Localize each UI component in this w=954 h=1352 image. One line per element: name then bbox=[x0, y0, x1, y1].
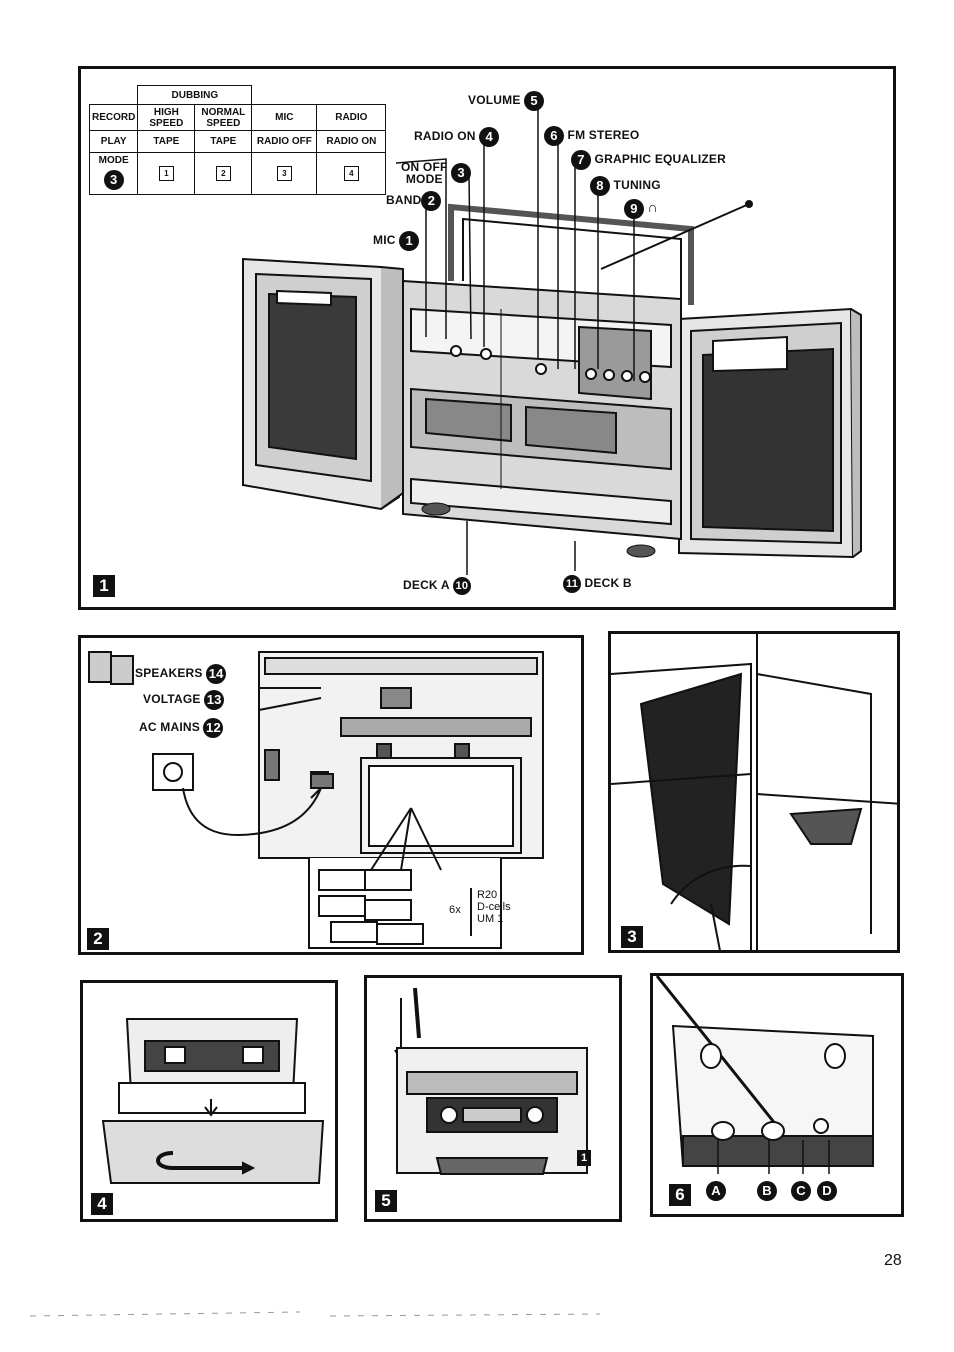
label-tuning: 8 TUNING bbox=[590, 176, 661, 196]
fuse-detail-illustration bbox=[655, 976, 874, 1174]
label-fm-stereo: 6 FM STEREO bbox=[544, 126, 639, 146]
label-deck-a: DECK A 10 bbox=[403, 577, 471, 595]
cassette-insert-illustration bbox=[101, 1018, 325, 1184]
figure-1-number: 1 bbox=[93, 575, 115, 597]
back-panel-illustration bbox=[88, 651, 544, 949]
mic-text: MIC bbox=[373, 233, 396, 248]
label-volume: VOLUME 5 bbox=[468, 91, 545, 111]
battery-types: R20 D-cells UM 1 bbox=[477, 889, 511, 925]
mode-cell: RADIO bbox=[316, 104, 387, 131]
mode-label: MODE bbox=[98, 155, 129, 166]
battery-type-r20: R20 bbox=[477, 889, 498, 901]
marker-a: A bbox=[706, 1181, 726, 1201]
band-text: BAND bbox=[386, 193, 422, 208]
deck-a-badge: 10 bbox=[452, 577, 471, 595]
label-on-off-mode: ON OFF MODE 3 bbox=[401, 160, 472, 186]
volume-badge: 5 bbox=[524, 91, 545, 111]
mic-badge: 1 bbox=[399, 231, 420, 251]
figure-4-panel: 4 bbox=[80, 980, 338, 1222]
headphones-icon: ∩ bbox=[647, 199, 658, 216]
mode-text: MODE bbox=[405, 172, 443, 186]
battery-quantity: 6x bbox=[449, 904, 462, 916]
label-voltage: VOLTAGE 13 bbox=[143, 690, 225, 710]
mode-cell: HIGH SPEED bbox=[137, 104, 196, 131]
mode-button-cell: 2 bbox=[194, 152, 253, 195]
figure-2-number: 2 bbox=[87, 928, 109, 950]
deck-a-text: DECK A bbox=[403, 578, 450, 593]
tape-tab-illustration bbox=[394, 987, 588, 1175]
battery-type-um1: UM 1 bbox=[477, 913, 504, 925]
label-mic: MIC 1 bbox=[373, 231, 420, 251]
mode-label-cell: MODE 3 bbox=[88, 152, 139, 195]
mode-button-cell: 4 bbox=[316, 152, 387, 195]
mode-button-cell: 1 bbox=[137, 152, 196, 195]
mode-cell: NORMAL SPEED bbox=[194, 104, 253, 131]
graphic-eq-badge: 7 bbox=[571, 150, 591, 170]
figure-5-panel: 1 5 bbox=[364, 975, 622, 1222]
marker-b: B bbox=[757, 1181, 777, 1201]
label-headphones: 9 ∩ bbox=[624, 199, 658, 219]
on-off-text: ON OFF bbox=[401, 160, 448, 174]
label-speakers: SPEAKERS 14 bbox=[135, 664, 227, 684]
figure-3-number: 3 bbox=[621, 926, 643, 948]
radio-on-badge: 4 bbox=[479, 127, 500, 147]
tape-side-label: 1 bbox=[577, 1150, 591, 1166]
deck-b-text: DECK B bbox=[584, 576, 632, 591]
mode-cell: MIC bbox=[251, 104, 318, 131]
figure-6-panel: A B C D 6 bbox=[650, 973, 904, 1217]
mode-cell: RADIO OFF bbox=[251, 130, 318, 153]
voltage-text: VOLTAGE bbox=[143, 692, 201, 707]
battery-compartment-illustration bbox=[611, 634, 897, 950]
label-radio-on: RADIO ON 4 bbox=[414, 127, 500, 147]
marker-d: D bbox=[817, 1181, 837, 1201]
voltage-badge: 13 bbox=[204, 690, 225, 710]
mode-cell: RADIO ON bbox=[316, 130, 387, 153]
page-number: 28 bbox=[884, 1252, 902, 1269]
mode-button-2: 2 bbox=[215, 166, 231, 181]
mode-button-1: 1 bbox=[158, 166, 174, 181]
speakers-text: SPEAKERS bbox=[135, 666, 203, 681]
mode-table: DUBBING RECORD HIGH SPEED NORMAL SPEED M… bbox=[88, 85, 387, 195]
boombox-illustration bbox=[242, 105, 862, 575]
ac-mains-badge: 12 bbox=[203, 718, 224, 738]
mode-cell: TAPE bbox=[137, 130, 196, 153]
mode-badge: 3 bbox=[103, 170, 124, 190]
fm-stereo-badge: 6 bbox=[544, 126, 564, 146]
volume-text: VOLUME bbox=[468, 93, 521, 108]
mode-cell: TAPE bbox=[194, 130, 253, 153]
on-off-mode-badge: 3 bbox=[451, 163, 472, 183]
label-graphic-eq: 7 GRAPHIC EQUALIZER bbox=[571, 150, 726, 170]
graphic-eq-text: GRAPHIC EQUALIZER bbox=[594, 152, 726, 167]
radio-on-text: RADIO ON bbox=[414, 129, 476, 144]
mode-cell: RECORD bbox=[88, 104, 139, 131]
dubbing-header: DUBBING bbox=[137, 85, 253, 105]
headphones-badge: 9 bbox=[624, 199, 644, 219]
label-ac-mains: AC MAINS 12 bbox=[139, 718, 224, 738]
speakers-badge: 14 bbox=[206, 664, 227, 684]
figure-1-panel: DUBBING RECORD HIGH SPEED NORMAL SPEED M… bbox=[78, 66, 896, 610]
figure-3-panel: 3 bbox=[608, 631, 900, 953]
marker-c: C bbox=[791, 1181, 811, 1201]
figure-2-panel: SPEAKERS 14 VOLTAGE 13 AC MAINS 12 6x R2… bbox=[78, 635, 584, 955]
figure-5-number: 5 bbox=[375, 1190, 397, 1212]
battery-type-d-cells: D-cells bbox=[477, 901, 511, 913]
figure-6-number: 6 bbox=[669, 1184, 691, 1206]
deck-b-badge: 11 bbox=[563, 575, 581, 593]
figure-4-number: 4 bbox=[91, 1193, 113, 1215]
mode-button-4: 4 bbox=[343, 166, 359, 181]
mode-cell: PLAY bbox=[88, 130, 139, 153]
mode-button-cell: 3 bbox=[251, 152, 318, 195]
ac-mains-text: AC MAINS bbox=[139, 720, 200, 735]
fuse-markers: A B C D bbox=[705, 1181, 901, 1205]
mode-button-3: 3 bbox=[276, 166, 292, 181]
tuning-badge: 8 bbox=[590, 176, 610, 196]
tuning-text: TUNING bbox=[613, 178, 661, 193]
fm-stereo-text: FM STEREO bbox=[567, 128, 640, 143]
band-badge: 2 bbox=[421, 191, 442, 211]
label-deck-b: 11 DECK B bbox=[563, 575, 632, 593]
